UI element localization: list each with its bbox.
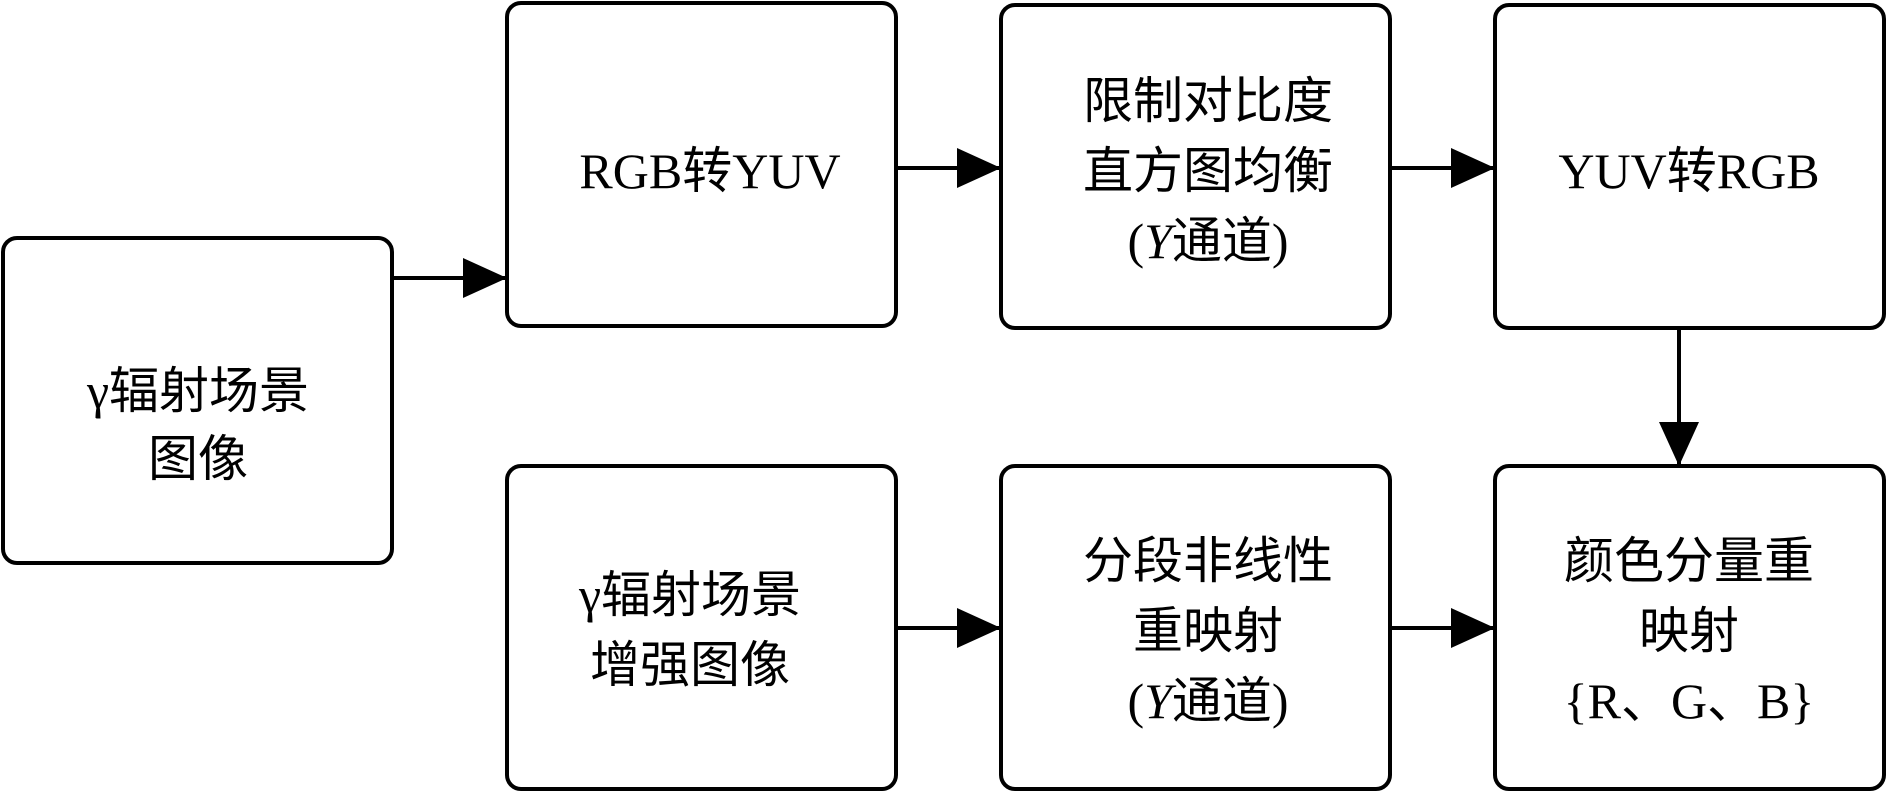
piecewise-note-y: Y [1144,673,1177,729]
clahe-note-prefix: ( [1127,213,1144,269]
input-image-line-1: γ辐射场景 [86,363,309,419]
clahe-line-2: 直方图均衡 [1083,143,1333,199]
color-remap-line-2: 映射 [1639,603,1739,659]
input-image-line-2: 图像 [148,431,248,487]
piecewise-note-suffix: 通道) [1172,673,1289,729]
rgb-to-yuv-label: RGB转YUV [579,143,840,199]
enhanced-image-line-1: γ辐射场景 [578,567,801,623]
color-remap-line-3: {R、G、B} [1564,673,1815,729]
enhanced-image-line-2: 增强图像 [590,637,790,693]
piecewise-channel-note: (Y通道) [1127,673,1288,729]
rgb-to-yuv-box [505,1,898,328]
clahe-channel-note: (Y通道) [1127,213,1288,269]
yuv-to-rgb-label: YUV转RGB [1558,143,1819,199]
input-image-box [1,236,394,565]
piecewise-note-prefix: ( [1127,673,1144,729]
color-remap-line-1: 颜色分量重 [1564,533,1814,589]
enhanced-image-box [505,464,898,791]
clahe-note-y: Y [1144,213,1177,269]
piecewise-remap-line-2: 重映射 [1133,603,1283,659]
clahe-note-suffix: 通道) [1172,213,1289,269]
piecewise-remap-line-1: 分段非线性 [1083,533,1333,589]
clahe-line-1: 限制对比度 [1083,73,1333,129]
